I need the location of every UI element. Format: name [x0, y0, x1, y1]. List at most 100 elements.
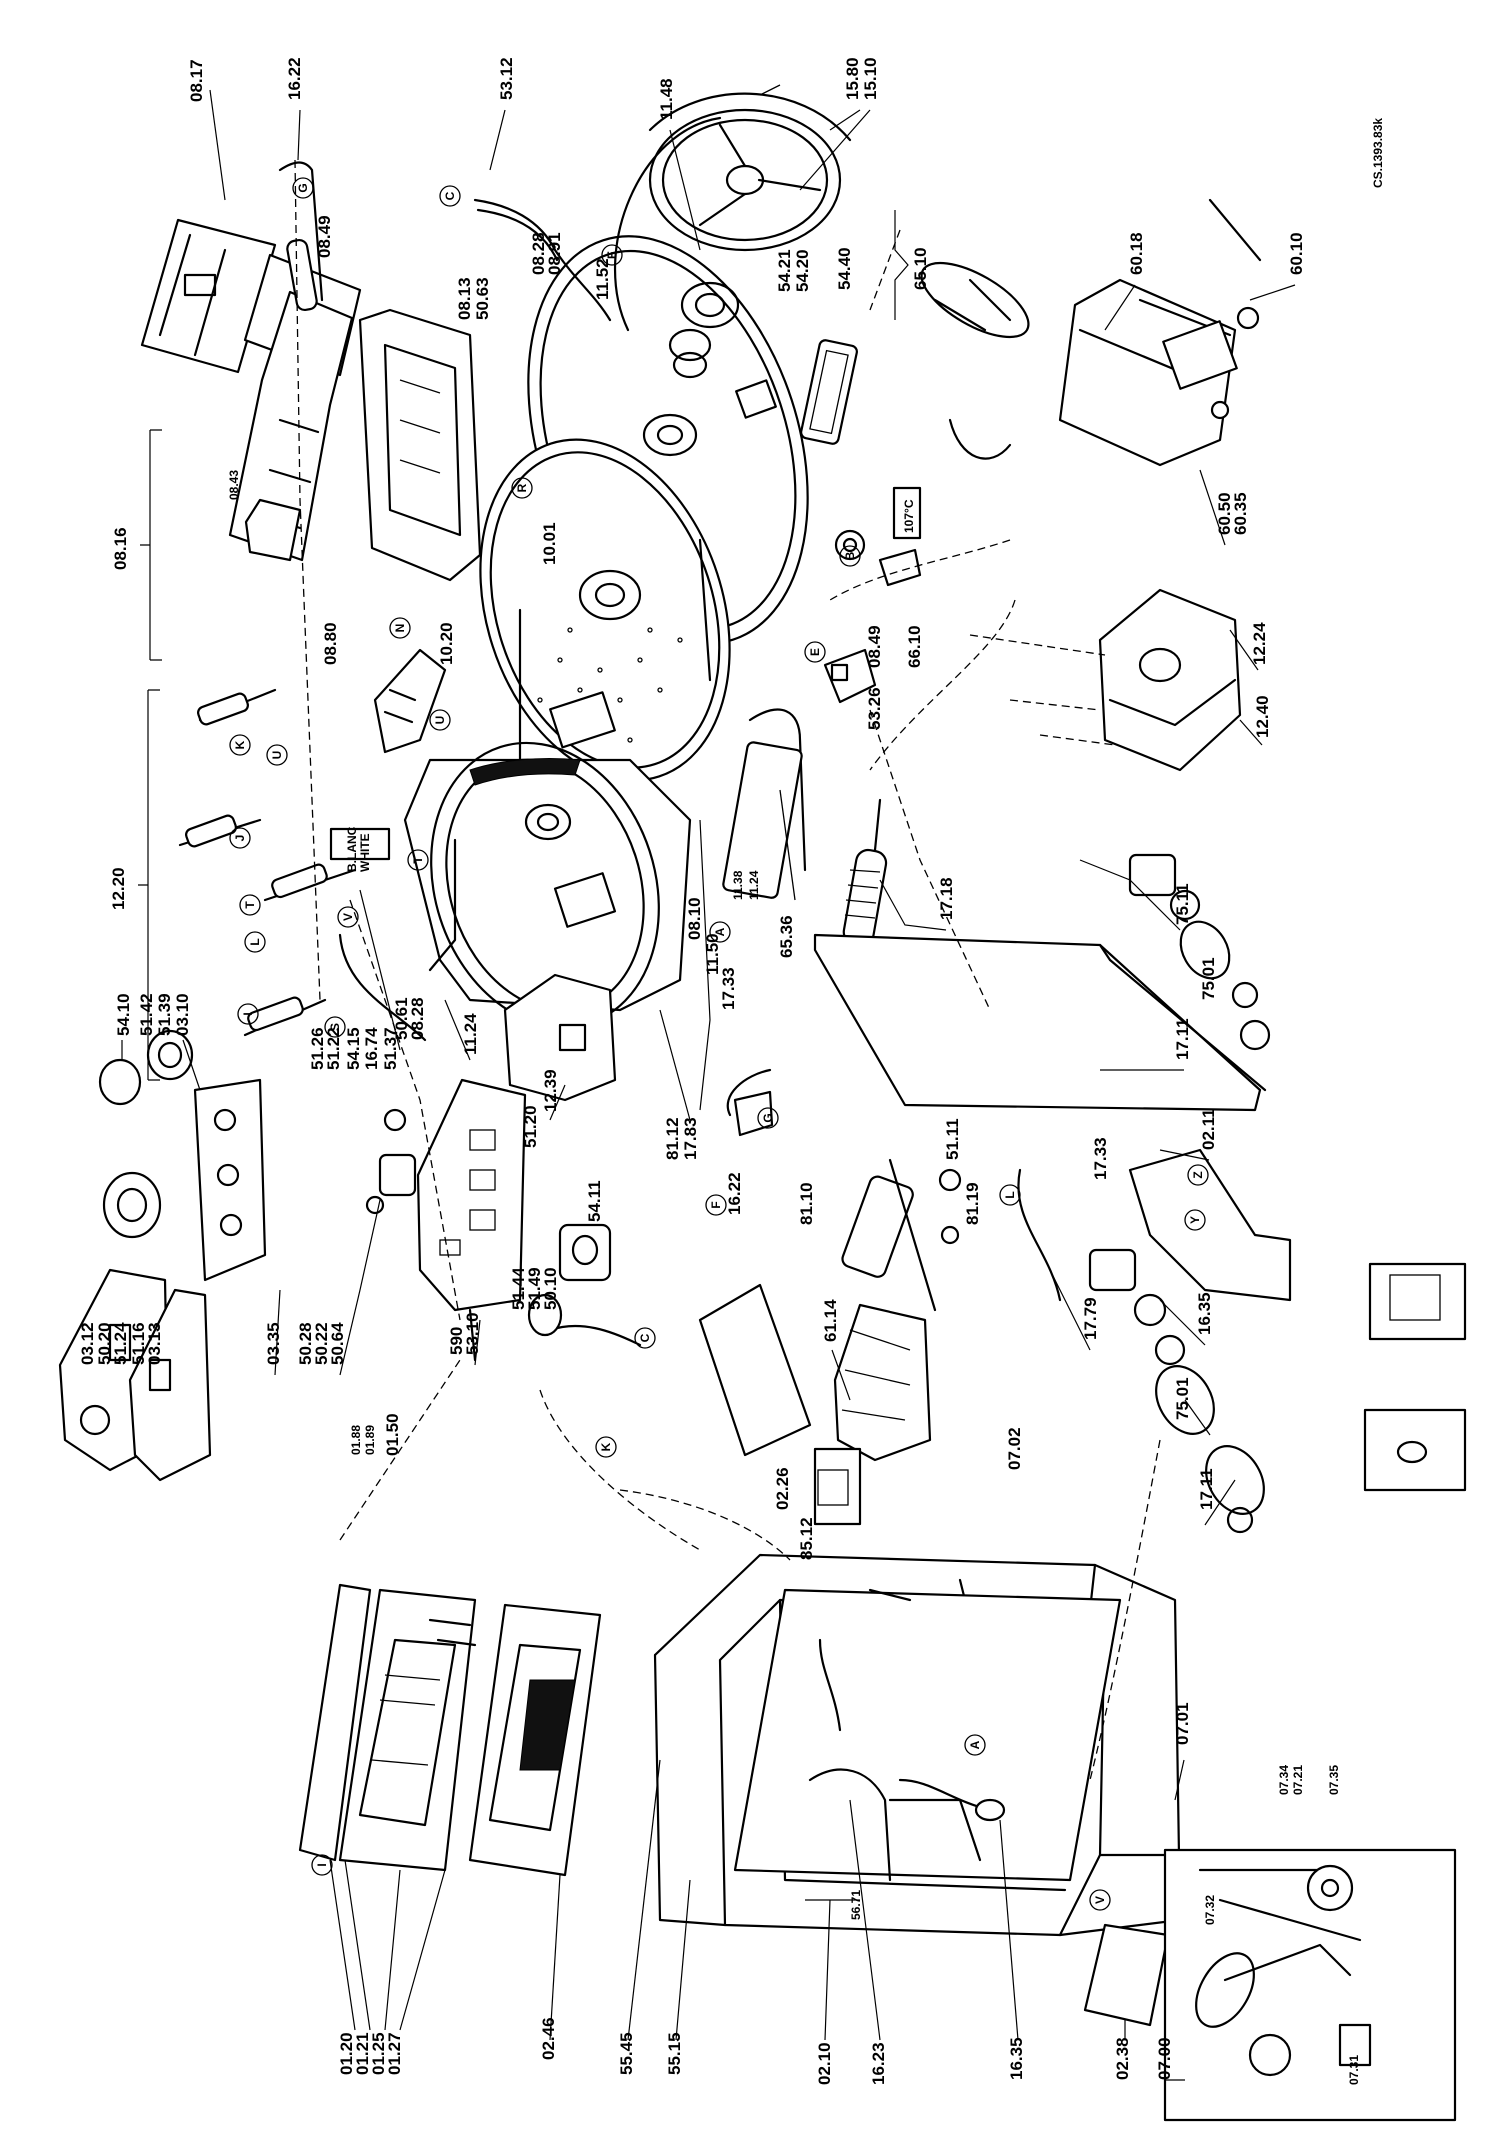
callout-circle [757, 1107, 779, 1129]
white-drum-tag: B.LANC WHITE [329, 826, 391, 872]
callout-circle [705, 1194, 727, 1216]
part-label: 56.71 [849, 1890, 863, 1920]
part-label: 17.11 [1173, 1018, 1192, 1060]
callout-circle [324, 1016, 346, 1038]
part-label: 01.50 [383, 1413, 402, 1456]
callout-letter: B [843, 551, 857, 560]
part-label: 08.49 [865, 625, 884, 668]
callout-letter: L [248, 938, 262, 945]
callout-circle [439, 185, 461, 207]
kickplate [1083, 1923, 1170, 2027]
part-label: 12.40 [1253, 695, 1272, 738]
callout-letter: V [1093, 1896, 1107, 1904]
part-label: 11.38 [731, 870, 745, 900]
part-label: 17.18 [937, 877, 956, 920]
door-seal-ring [920, 261, 1030, 460]
callout-letter: K [599, 1442, 613, 1451]
part-label: 75.01 [1173, 1377, 1192, 1420]
bracket-label-0: 08.16 [111, 527, 130, 570]
callout-circle [804, 641, 826, 663]
callout-circle [389, 617, 411, 639]
part-label: 51.11 [943, 1118, 962, 1160]
callout-letter: T [243, 901, 257, 909]
callout-letter: U [433, 716, 447, 725]
drain-hose-corrugated [842, 798, 888, 947]
part-label: 08.17 [187, 59, 206, 102]
part-label: 81.10 [797, 1182, 816, 1225]
callout-circle [237, 1003, 259, 1025]
part-label: 02.38 [1113, 2037, 1132, 2080]
part-label: 12.24 [1250, 622, 1269, 665]
control-fascia [193, 1078, 267, 1282]
part-label: 51.39 [155, 993, 174, 1036]
brackets [138, 210, 909, 1081]
program-switch [365, 1108, 417, 1215]
detergent-drawer-cover [140, 218, 277, 374]
part-label: 55.45 [617, 2032, 636, 2075]
inset-pump-cap [1363, 1408, 1467, 1492]
pressure-switch [841, 1158, 962, 1312]
belt [613, 116, 722, 332]
counterweight-front [503, 973, 617, 1102]
part-label: 51.37 [381, 1027, 400, 1070]
callout-letter: R [515, 483, 529, 492]
part-label: 07.34 [1277, 1765, 1291, 1795]
callout-letter: Z [1191, 1171, 1205, 1178]
part-label: 55.15 [665, 2032, 684, 2075]
callout-letter: V [341, 913, 355, 921]
motor-assembly [1058, 198, 1262, 467]
part-label: 50.10 [541, 1267, 560, 1310]
part-label: 51.24 [111, 1322, 130, 1365]
part-label: 16.22 [285, 57, 304, 100]
part-label: 03.10 [173, 993, 192, 1036]
part-label: 08.80 [321, 622, 340, 665]
wiring-diagram-sheet [698, 1283, 812, 1457]
part-label: 01.25 [369, 2032, 388, 2075]
callout-circle [311, 1854, 333, 1876]
part-label: 50.28 [296, 1322, 315, 1365]
part-label: 03.35 [264, 1322, 283, 1365]
part-label: 81.12 [663, 1117, 682, 1160]
callout-letter: F [709, 1201, 723, 1208]
part-label: 15.80 [843, 57, 862, 100]
callout-letter: U [270, 751, 284, 760]
part-label: 08.28 [529, 232, 548, 275]
part-label: 07.02 [1005, 1427, 1024, 1470]
callout-letter: G [761, 1113, 775, 1122]
callout-letter: A [968, 1740, 982, 1749]
part-label: 16.23 [869, 2042, 888, 2085]
part-label: 10.01 [540, 522, 559, 565]
inset-detail-box [1163, 1848, 1457, 2122]
callout-letter: A [713, 927, 727, 936]
pressure-hose [726, 1068, 774, 1137]
part-label: 60.50 [1215, 492, 1234, 535]
part-label: 53.12 [497, 57, 516, 100]
drain-pump-lower [1017, 1148, 1292, 1534]
callout-circle [407, 849, 429, 871]
level-sensor [823, 648, 877, 704]
drum-tag-text-top: B.LANC [345, 826, 359, 872]
pulley-assembly [648, 84, 852, 252]
callout-circle [292, 177, 314, 199]
part-label: 61.14 [821, 1299, 840, 1342]
callout-circle [244, 931, 266, 953]
part-label: 53.26 [865, 687, 884, 730]
part-label: 54.40 [835, 247, 854, 290]
control-panel-rear [128, 1288, 212, 1482]
part-label: 08.10 [685, 897, 704, 940]
callout-letter: E [605, 251, 619, 259]
callout-letter: Y [1188, 1216, 1202, 1224]
part-label: 590 [447, 1327, 466, 1355]
part-label: 65.36 [777, 915, 796, 958]
callout-letter: C [638, 1333, 652, 1342]
cabinet-side-panel [813, 933, 1267, 1112]
drain-pump-right [1128, 853, 1271, 1051]
leader-lines [121, 89, 1296, 2081]
part-label: 01.21 [353, 2032, 372, 2075]
cable-harness [473, 198, 612, 322]
sump-hose [808, 1768, 982, 1882]
bracket-label-2: 65.10 [911, 247, 930, 290]
heater-element [800, 339, 858, 445]
